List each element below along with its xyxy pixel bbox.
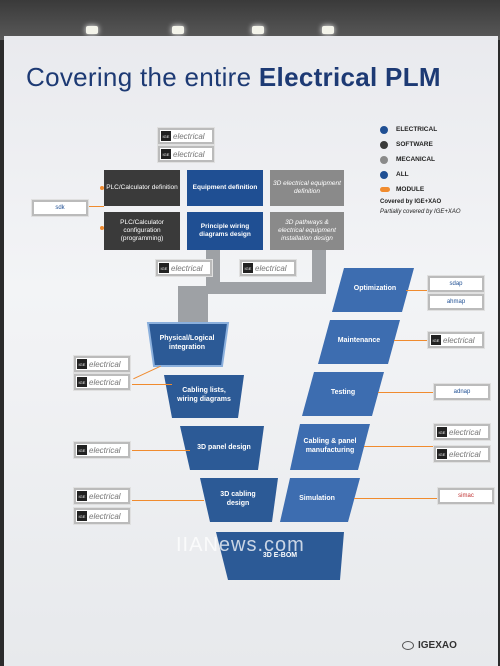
v-step-integration [146, 322, 230, 367]
connector-bar [206, 248, 220, 288]
ige-logo-icon: IGE [77, 491, 87, 501]
box-principle-diagrams: Principle wiring diagrams design [187, 212, 263, 250]
ceiling-light [252, 26, 264, 34]
label-optimization: Optimization [353, 284, 397, 292]
watermark: IIANews.com [176, 534, 305, 556]
ige-logo-icon: IGE [159, 263, 169, 273]
module-logo: ahmap [428, 294, 484, 310]
v-step-maintenance [318, 320, 400, 364]
ige-logo-icon: IGE [161, 131, 171, 141]
legend-all: ALL [380, 167, 461, 182]
legend-partial: Partially covered by IGE+XAO [380, 209, 461, 215]
v-step-simulation [280, 478, 360, 522]
module-dot [100, 226, 104, 230]
legend-covered: Covered by IGE+XAO [380, 199, 442, 205]
module-connector [394, 340, 428, 341]
legend-software: SOFTWARE [380, 137, 461, 152]
module-dot [100, 186, 104, 190]
box-equipment-definition: Equipment definition [187, 170, 263, 206]
module-logo: sdap [428, 276, 484, 292]
legend: ELECTRICAL SOFTWARE MECANICAL ALL MODULE… [380, 122, 461, 217]
ige-logo-icon: IGE [437, 449, 447, 459]
v-step-cabling-panel [290, 424, 370, 470]
label-ebom: 3D E-BOM [262, 551, 298, 559]
module-connector [364, 446, 434, 447]
label-cabling-panel: Cabling & panel manufacturing [303, 438, 357, 454]
ceiling-light [172, 26, 184, 34]
v-step-panel-3d [180, 426, 264, 470]
v-step-testing [302, 372, 384, 416]
module-connector [406, 290, 428, 291]
box-plc-configuration: PLC/Calculator configuration (programmin… [104, 212, 180, 250]
v-step-cabling-lists [164, 375, 244, 418]
ige-logo-icon: IGE [77, 511, 87, 521]
label-panel-3d: 3D panel design [197, 443, 251, 451]
label-cabling-3d: 3D cabling design [220, 491, 256, 507]
ceiling-light [86, 26, 98, 34]
legend-mecanical: MECANICAL [380, 152, 461, 167]
box-plc-definition: PLC/Calculator definition [104, 170, 180, 206]
box-pathways-3d: 3D pathways & electrical equipment insta… [270, 212, 344, 250]
module-connector [354, 498, 438, 499]
module-connector [132, 450, 190, 451]
legend-electrical: ELECTRICAL [380, 122, 461, 137]
ige-logo-icon: IGE [243, 263, 253, 273]
wechat-icon [402, 641, 414, 650]
legend-all-dot [380, 170, 388, 179]
box-equipment-3d: 3D electrical equipment definition [270, 170, 344, 206]
ige-logo-icon: IGE [161, 149, 171, 159]
module-logo: adnap [434, 384, 490, 400]
legend-electrical-dot [380, 125, 388, 134]
ige-logo-icon: IGE [77, 359, 87, 369]
module-connector [88, 206, 104, 207]
connector-bar [178, 286, 208, 324]
poster-title: Covering the entire Electrical PLM [26, 62, 441, 93]
connector-bar [206, 282, 326, 294]
ige-logo-icon: IGE [431, 335, 441, 345]
brand-label: IGEXAO [418, 640, 457, 651]
ige-logo-icon: IGE [77, 377, 87, 387]
legend-mecanical-dot [380, 155, 388, 164]
label-testing: Testing [330, 388, 356, 396]
ige-logo-icon: IGE [437, 427, 447, 437]
title-regular: Covering the entire [26, 62, 259, 92]
v-step-optimization [332, 268, 414, 312]
v-step-ebom [216, 532, 344, 580]
legend-module: MODULE [380, 182, 461, 197]
title-bold: Electrical PLM [258, 62, 441, 92]
v-step-cabling-3d [200, 478, 278, 522]
ceiling [0, 0, 500, 40]
connector-bar [312, 248, 326, 282]
module-logo: sdk [32, 200, 88, 216]
module-logo: simac [438, 488, 494, 504]
label-simulation: Simulation [299, 494, 335, 502]
label-integration: Physical/Logical integration [159, 335, 215, 351]
ceiling-light [322, 26, 334, 34]
module-connector [132, 500, 204, 501]
ige-logo-icon: IGE [77, 445, 87, 455]
legend-module-pill [380, 187, 390, 192]
label-cabling-lists: Cabling lists, wiring diagrams [177, 387, 231, 403]
module-connector [132, 384, 172, 385]
label-maintenance: Maintenance [337, 336, 381, 344]
module-connector [378, 392, 434, 393]
legend-software-dot [380, 140, 388, 149]
